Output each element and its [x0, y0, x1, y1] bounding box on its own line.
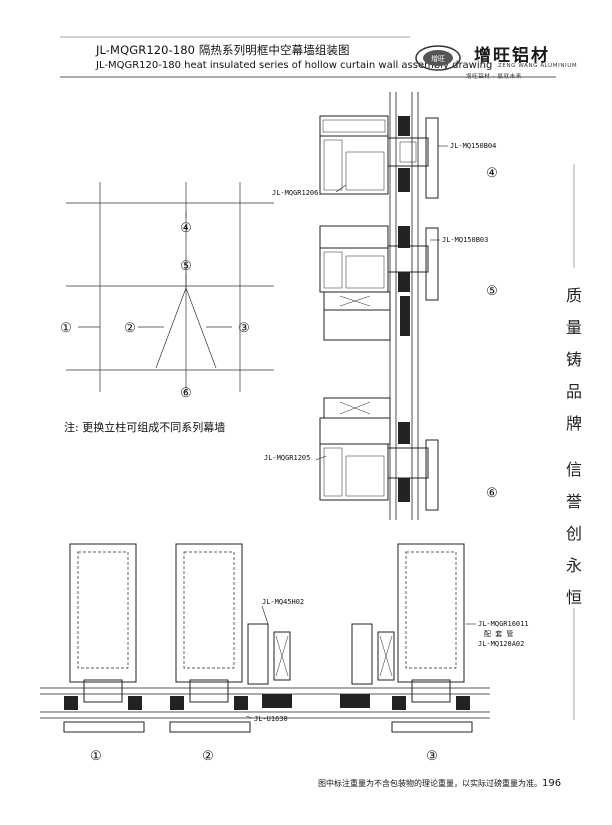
- section-marker-1: ①: [90, 749, 102, 764]
- brand-name: 增旺铝材: [474, 46, 550, 66]
- section-marker-2: ②: [202, 749, 214, 764]
- slogan-char-5: 牌: [565, 414, 582, 433]
- slogan-char-6: 信: [565, 460, 582, 479]
- label-u1630: JL-U1630: [254, 715, 288, 723]
- triangle-right-line: [185, 287, 217, 369]
- glass-lines: [389, 92, 419, 520]
- brand-slogan: 增旺铝材 · 赢就未来: [466, 74, 522, 80]
- section-5-profile: [319, 225, 439, 341]
- label-mq150b04: JL-MQ150B04: [450, 142, 496, 150]
- slogan-char-1: 质: [565, 286, 582, 305]
- label-mq120a02: JL-MQ120A02: [478, 640, 524, 648]
- section-2-gaskets: [170, 694, 292, 710]
- brand-logo-icon: 增旺: [415, 45, 461, 71]
- section-marker-5: ⑤: [486, 284, 498, 299]
- brand-en: ZENG WANG ALUMINIUM: [498, 63, 578, 69]
- slogan-char-10: 恒: [565, 588, 582, 607]
- assembly-note: 注: 更换立柱可组成不同系列幕墙: [64, 421, 226, 434]
- slogan-char-8: 创: [565, 524, 582, 543]
- triangle-left-line: [155, 287, 187, 369]
- grid-marker-4: ④: [180, 221, 192, 236]
- title-en: JL-MQGR120-180 heat insulated series of …: [96, 60, 493, 71]
- section-4-profile: [319, 115, 439, 199]
- grid-marker-6: ⑥: [180, 386, 192, 401]
- section-6-gaskets: [398, 422, 410, 502]
- section-2-mullion: [169, 543, 291, 733]
- section-5-gaskets: [398, 226, 410, 336]
- grid-marker-3: ③: [238, 321, 250, 336]
- page-number: 196: [542, 778, 562, 789]
- section-marker-3: ③: [426, 749, 438, 764]
- footer: 图中标注重量为不含包装物的理论重量，以实际过磅重量为准。196: [318, 778, 561, 789]
- grid-marker-2: ②: [124, 321, 136, 336]
- grid-diagram: [66, 182, 274, 392]
- section-4-gaskets: [398, 116, 410, 192]
- label-peitao: 配 套 管: [484, 629, 513, 638]
- section-marker-4: ④: [486, 166, 498, 181]
- section-marker-6: ⑥: [486, 486, 498, 501]
- slogan-char-2: 量: [565, 318, 582, 337]
- section-1-mullion: [63, 543, 145, 733]
- label-mqgr1206: JL-MQGR1206: [272, 189, 318, 197]
- label-mq45h02: JL-MQ45H02: [262, 598, 304, 606]
- grid-marker-5: ⑤: [180, 259, 192, 274]
- slogan-char-3: 铸: [565, 350, 582, 369]
- footer-text: 图中标注重量为不含包装物的理论重量，以实际过磅重量为准。: [318, 779, 542, 788]
- section-3-mullion: [351, 543, 473, 733]
- logo-mark: 增旺: [431, 54, 445, 63]
- grid-marker-1: ①: [60, 321, 72, 336]
- label-mqgr16011: JL-MQGR16011: [478, 620, 529, 628]
- section-1-gaskets: [64, 696, 142, 710]
- title-cn: JL-MQGR120-180 隔热系列明框中空幕墙组装图: [96, 43, 350, 57]
- slogan-char-4: 品: [565, 382, 582, 401]
- slogan-char-9: 永: [565, 556, 582, 575]
- section-6-profile: [319, 397, 439, 511]
- section-3-gaskets: [340, 694, 470, 710]
- label-mq150b03: JL-MQ150B03: [442, 236, 488, 244]
- label-mqgr1205: JL-MQGR1205: [264, 454, 310, 462]
- slogan-char-7: 誉: [565, 492, 582, 511]
